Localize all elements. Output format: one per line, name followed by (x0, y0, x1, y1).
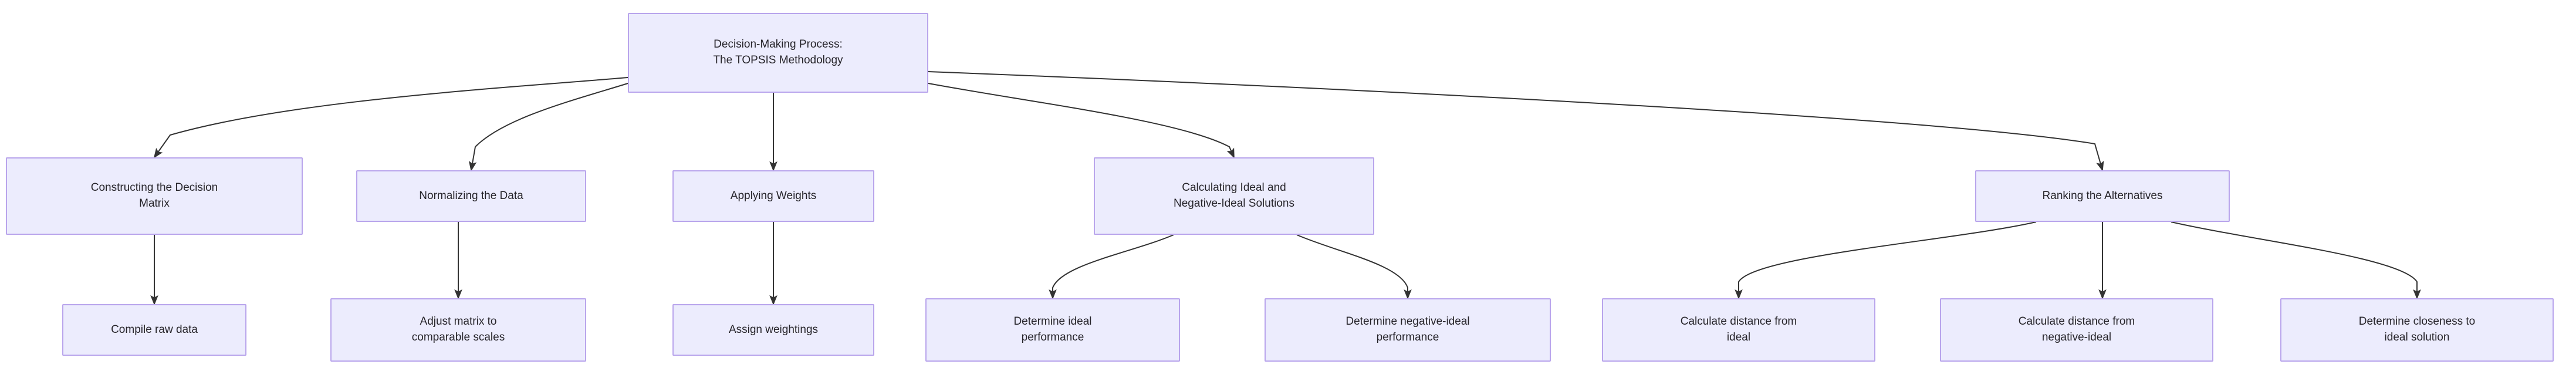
node-adjust[interactable]: Adjust matrix to comparable scales (330, 298, 586, 362)
node-label-closeness: Determine closeness to ideal solution (2358, 315, 2476, 343)
edge-root-to-normalize (468, 83, 628, 171)
node-label-det-neg: Determine negative-ideal performance (1346, 315, 1470, 343)
edge-root-to-construct (153, 77, 628, 159)
edge-root-to-ranking (928, 71, 2104, 171)
node-closeness[interactable]: Determine closeness to ideal solution (2280, 298, 2554, 362)
edge-ideal-to-det-neg (1296, 234, 1412, 299)
node-construct[interactable]: Constructing the Decision Matrix (6, 157, 303, 235)
node-ideal[interactable]: Calculating Ideal and Negative-Ideal Sol… (1094, 157, 1374, 235)
node-label-adjust: Adjust matrix to comparable scales (411, 315, 505, 343)
node-compile[interactable]: Compile raw data (62, 304, 246, 356)
node-dist-ideal[interactable]: Calculate distance from ideal (1602, 298, 1875, 362)
node-label-det-ideal: Determine ideal performance (1013, 315, 1092, 343)
node-label-weights: Applying Weights (730, 189, 817, 202)
node-label-ideal: Calculating Ideal and Negative-Ideal Sol… (1174, 181, 1294, 210)
node-ranking[interactable]: Ranking the Alternatives (1975, 170, 2230, 222)
node-label-compile: Compile raw data (111, 323, 198, 336)
node-normalize[interactable]: Normalizing the Data (356, 170, 586, 222)
node-label-normalize: Normalizing the Data (419, 189, 523, 202)
node-label-assign: Assign weightings (728, 323, 819, 336)
node-label-dist-ideal: Calculate distance from ideal (1680, 315, 1797, 343)
node-weights[interactable]: Applying Weights (672, 170, 874, 222)
node-det-ideal[interactable]: Determine ideal performance (925, 298, 1180, 362)
edge-ranking-to-closeness (2171, 221, 2421, 299)
node-label-root: Decision-Making Process: The TOPSIS Meth… (713, 38, 843, 66)
node-label-ranking: Ranking the Alternatives (2042, 189, 2163, 202)
node-dist-neg[interactable]: Calculate distance from negative-ideal (1940, 298, 2213, 362)
node-label-construct: Constructing the Decision Matrix (90, 181, 218, 210)
edge-ideal-to-det-ideal (1049, 234, 1174, 299)
node-label-dist-neg: Calculate distance from negative-ideal (2018, 315, 2135, 343)
node-assign[interactable]: Assign weightings (672, 304, 874, 356)
edge-root-to-ideal (928, 83, 1235, 159)
edge-ranking-to-dist-ideal (1735, 221, 2037, 299)
node-root[interactable]: Decision-Making Process: The TOPSIS Meth… (628, 13, 928, 93)
node-det-neg[interactable]: Determine negative-ideal performance (1265, 298, 1551, 362)
